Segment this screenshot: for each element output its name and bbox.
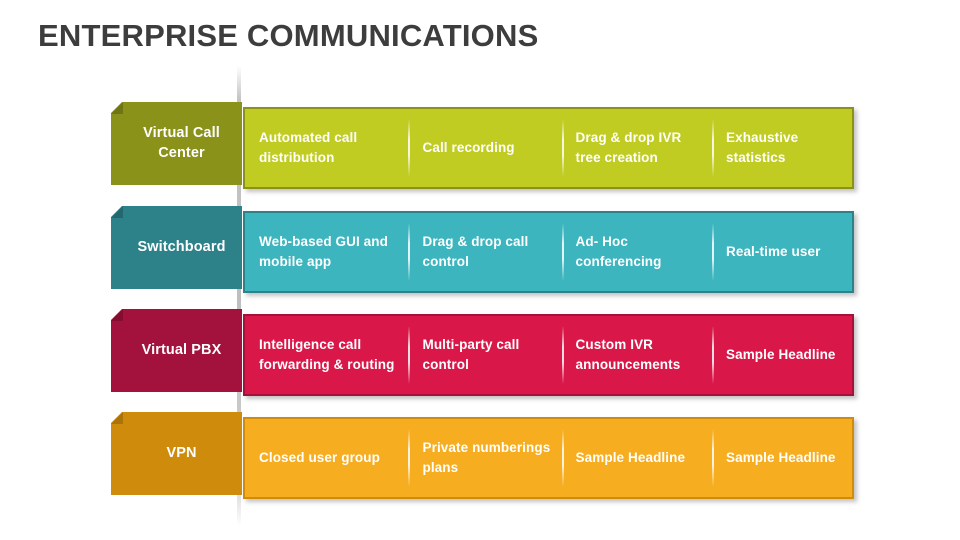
diagram-row-vpn: VPN Closed user group Private numberings… [0, 412, 960, 522]
feature-text: Web-based GUI and mobile app [259, 234, 388, 269]
feature-text: Drag & drop call control [422, 234, 529, 269]
row-label-text: VPN [166, 444, 197, 461]
feature-text: Intelligence call forwarding & routing [259, 337, 395, 372]
feature-text: Multi-party call control [422, 337, 520, 372]
feature-cell[interactable]: Drag & drop call control [408, 213, 561, 291]
feature-cell[interactable]: Call recording [408, 109, 561, 187]
feature-text: Ad- Hoc conferencing [575, 234, 662, 269]
feature-text: Drag & drop IVR tree creation [575, 130, 682, 165]
row-label-tab[interactable]: Virtual Call Center [111, 102, 242, 185]
feature-text: Exhaustive statistics [725, 130, 799, 165]
feature-cell[interactable]: Private numberings plans [408, 419, 561, 497]
feature-text: Sample Headline [725, 347, 836, 363]
feature-cell[interactable]: Sample Headline [561, 419, 712, 497]
row-label-tab[interactable]: Virtual PBX [111, 309, 242, 392]
feature-cell[interactable]: Sample Headline [711, 316, 852, 394]
tab-fold-corner [111, 102, 123, 114]
row-label-text: Switchboard [137, 238, 226, 255]
feature-text: Call recording [422, 140, 515, 156]
row-label-text: Virtual Call Center [143, 124, 220, 161]
row-label-text: Virtual PBX [141, 341, 222, 358]
row-content-bar: Web-based GUI and mobile app Drag & drop… [243, 211, 854, 293]
feature-cell[interactable]: Automated call distribution [245, 109, 408, 187]
row-content-bar: Intelligence call forwarding & routing M… [243, 314, 854, 396]
feature-cell[interactable]: Real-time user [711, 213, 852, 291]
feature-cell[interactable]: Sample Headline [711, 419, 852, 497]
feature-cell[interactable]: Drag & drop IVR tree creation [561, 109, 712, 187]
tab-fold-corner [111, 412, 123, 424]
tab-fold-corner [111, 206, 123, 218]
row-label-tab[interactable]: Switchboard [111, 206, 242, 289]
tab-fold-corner [111, 309, 123, 321]
feature-text: Sample Headline [575, 450, 686, 466]
page-title: ENTERPRISE COMMUNICATIONS [38, 18, 539, 53]
feature-text: Custom IVR announcements [575, 337, 681, 372]
feature-cell[interactable]: Ad- Hoc conferencing [561, 213, 712, 291]
diagram-row-switchboard: Switchboard Web-based GUI and mobile app… [0, 206, 960, 316]
vertical-spine-line [237, 66, 241, 526]
diagram-row-virtual-call-center: Virtual Call Center Automated call distr… [0, 102, 960, 212]
row-label-tab[interactable]: VPN [111, 412, 242, 495]
row-content-bar: Closed user group Private numberings pla… [243, 417, 854, 499]
row-content-bar: Automated call distribution Call recordi… [243, 107, 854, 189]
feature-text: Private numberings plans [422, 440, 551, 475]
feature-cell[interactable]: Custom IVR announcements [561, 316, 712, 394]
feature-cell[interactable]: Web-based GUI and mobile app [245, 213, 408, 291]
diagram-row-virtual-pbx: Virtual PBX Intelligence call forwarding… [0, 309, 960, 419]
feature-cell[interactable]: Exhaustive statistics [711, 109, 852, 187]
feature-text: Closed user group [259, 450, 380, 466]
feature-cell[interactable]: Multi-party call control [408, 316, 561, 394]
feature-text: Automated call distribution [259, 130, 358, 165]
feature-cell[interactable]: Intelligence call forwarding & routing [245, 316, 408, 394]
feature-text: Real-time user [725, 244, 821, 260]
feature-cell[interactable]: Closed user group [245, 419, 408, 497]
feature-text: Sample Headline [725, 450, 836, 466]
